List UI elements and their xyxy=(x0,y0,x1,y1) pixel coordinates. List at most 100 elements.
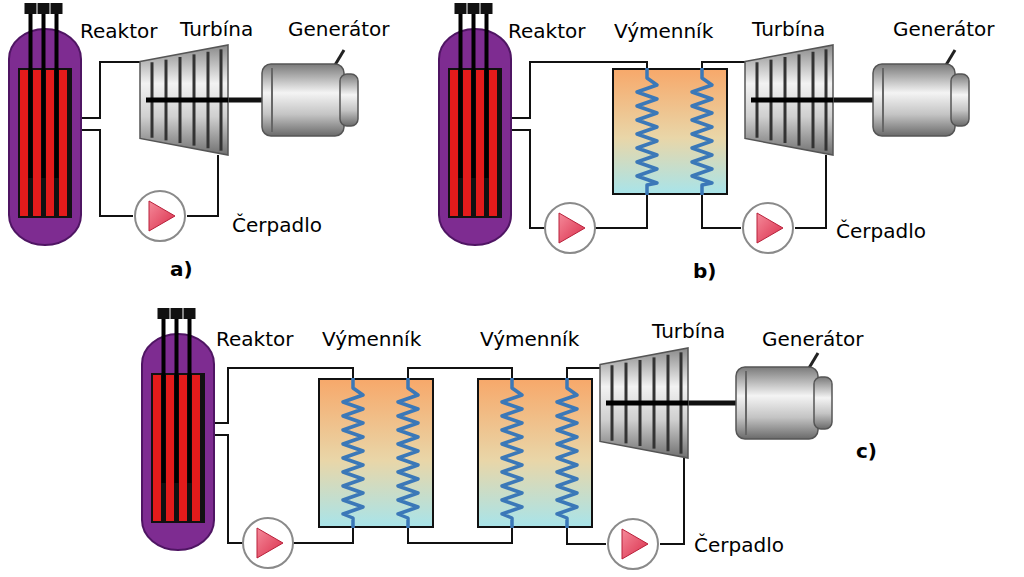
component-label: Výmenník xyxy=(614,20,713,43)
pump-casing xyxy=(608,519,658,569)
turbine-casing xyxy=(140,45,228,155)
control-rod xyxy=(472,8,476,178)
pump-symbol xyxy=(743,203,793,253)
pump-impeller xyxy=(149,201,175,231)
exchanger-coil xyxy=(692,68,712,195)
generator-node: Generátor xyxy=(736,367,832,439)
generator-node-shape xyxy=(262,64,358,136)
generator-end-cap xyxy=(951,74,969,126)
generator-body xyxy=(736,367,818,439)
exchanger-coil xyxy=(502,378,522,528)
generator-node-shape xyxy=(736,367,832,439)
pump-symbol xyxy=(135,191,185,241)
pump-node-shape xyxy=(741,201,795,255)
control-rod-drive xyxy=(184,308,196,319)
fuel-rod xyxy=(463,70,471,216)
exchanger-coil xyxy=(557,378,577,528)
fuel-rod xyxy=(179,375,187,521)
pump-symbol xyxy=(243,518,293,568)
control-rod xyxy=(55,8,59,178)
fuel-rod xyxy=(59,70,67,216)
fuel-rod xyxy=(20,70,28,216)
pump-symbol xyxy=(545,203,595,253)
fuel-rod xyxy=(46,70,54,216)
control-rod-drive xyxy=(171,308,183,319)
control-rod xyxy=(42,8,46,178)
coolant-pipe xyxy=(795,155,826,228)
generator-node-shape xyxy=(873,64,969,136)
reactor-node-shape xyxy=(8,28,82,246)
control-rod-drive xyxy=(51,3,63,14)
reactor-node: Reaktor xyxy=(8,28,82,246)
pump-node: Čerpadlo xyxy=(606,517,660,571)
generator-node: Generátor xyxy=(262,64,358,136)
exchanger-vessel xyxy=(319,379,433,527)
fuel-rod xyxy=(153,375,161,521)
pump-casing xyxy=(243,518,293,568)
pump-casing xyxy=(135,191,185,241)
exchanger-coil xyxy=(343,378,363,528)
turbine-casing xyxy=(600,348,688,458)
exchanger-coil xyxy=(637,68,657,195)
generator-end-cap xyxy=(340,74,358,126)
generator-ring xyxy=(882,68,884,132)
control-rod xyxy=(162,313,166,483)
pump-impeller xyxy=(559,213,585,243)
pump-impeller xyxy=(757,213,783,243)
turbine-node-shape xyxy=(600,348,688,458)
generator-body xyxy=(262,64,344,136)
fuel-rod xyxy=(33,70,41,216)
exchanger-vessel xyxy=(478,379,592,527)
exchanger-node-shape xyxy=(318,378,434,528)
pump-node-shape xyxy=(133,189,187,243)
fuel-rod xyxy=(450,70,458,216)
exchanger-node: Výmenník xyxy=(612,68,728,195)
exchanger-node: Výmenník xyxy=(318,378,434,528)
component-label: Turbína xyxy=(180,18,253,41)
control-rod-drive xyxy=(481,3,493,14)
pump-node-shape xyxy=(606,517,660,571)
coolant-pipe xyxy=(82,62,140,118)
control-rod xyxy=(175,313,179,483)
control-rod-drive xyxy=(468,3,480,14)
fuel-rod xyxy=(192,375,200,521)
turbine-node: Turbína xyxy=(745,45,833,155)
component-label: Generátor xyxy=(288,18,390,41)
turbine-node-shape xyxy=(140,45,228,155)
component-label: Turbína xyxy=(652,320,725,343)
pump-node: Čerpadlo xyxy=(133,189,187,243)
exchanger-coil xyxy=(398,378,418,528)
control-rod xyxy=(485,8,489,178)
control-rod-drive xyxy=(25,3,37,14)
turbine-shaft xyxy=(146,98,228,103)
coolant-pipe xyxy=(408,528,512,543)
component-label: Čerpadlo xyxy=(694,534,784,557)
reactor-node-shape xyxy=(141,333,215,551)
generator-node: Generátor xyxy=(873,64,969,136)
generator-ring xyxy=(745,371,747,435)
turbine-node-shape xyxy=(745,45,833,155)
control-rod xyxy=(459,8,463,178)
reactor-node: Reaktor xyxy=(438,28,512,246)
turbine-shaft xyxy=(688,401,736,406)
turbine-node: Turbína xyxy=(600,348,688,458)
control-rod-drive xyxy=(455,3,467,14)
pump-impeller xyxy=(257,528,283,558)
coolant-pipe xyxy=(187,155,218,216)
variant-label: c) xyxy=(856,440,877,463)
turbine-shaft xyxy=(606,401,688,406)
turbine-node: Turbína xyxy=(140,45,228,155)
coolant-pipe xyxy=(567,368,600,378)
component-label: Turbína xyxy=(752,18,825,41)
fuel-rod xyxy=(476,70,484,216)
component-label: Generátor xyxy=(762,328,864,351)
fuel-rod xyxy=(489,70,497,216)
generator-end-cap xyxy=(814,377,832,429)
component-label: Čerpadlo xyxy=(836,220,926,243)
turbine-shaft xyxy=(751,98,833,103)
pump-node: Čerpadlo xyxy=(741,201,795,255)
reactor-node: Reaktor xyxy=(141,333,215,551)
control-rod-drive xyxy=(38,3,50,14)
